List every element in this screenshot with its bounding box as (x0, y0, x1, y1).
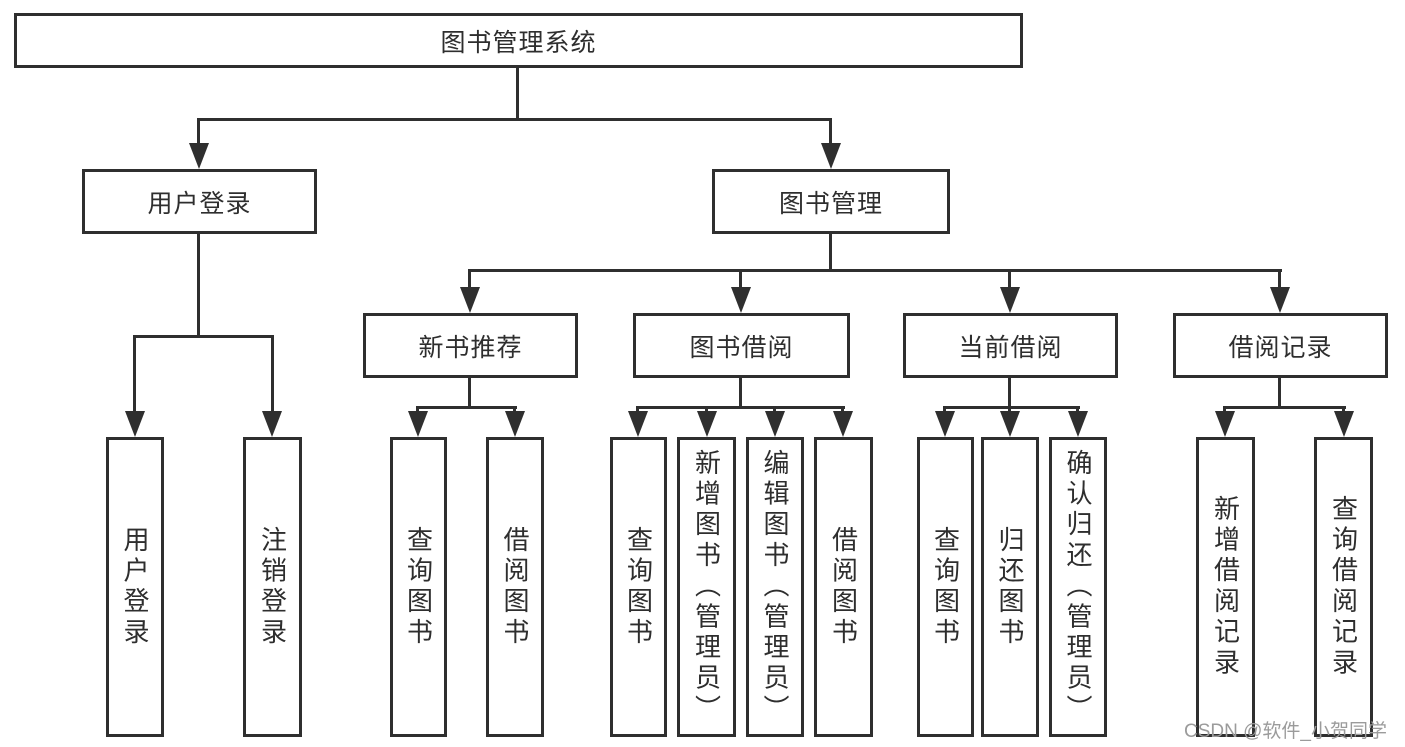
arrow-down-icon (1215, 411, 1235, 437)
leaf-query-books-borrowing: 查询图书 (610, 437, 667, 737)
leaf-label: 查询图书 (623, 525, 654, 649)
arrow-down-icon (1270, 287, 1290, 313)
leaf-query-books-current: 查询图书 (917, 437, 974, 737)
connector-line (133, 335, 274, 338)
arrow-down-icon (1068, 411, 1088, 437)
connector-line (739, 378, 742, 409)
node-label: 借阅记录 (1228, 333, 1333, 362)
leaf-add-borrow-record: 新增借阅记录 (1196, 437, 1255, 737)
arrow-down-icon (189, 143, 209, 169)
arrow-down-icon (821, 143, 841, 169)
connector-line (1223, 406, 1226, 414)
connector-line (1278, 269, 1281, 290)
connector-line (1008, 269, 1011, 290)
leaf-label: 归还图书 (995, 525, 1025, 649)
arrow-down-icon (731, 287, 751, 313)
connector-line (416, 406, 419, 414)
connector-line (468, 269, 471, 290)
leaf-label: 编辑图书（管理员） (760, 448, 790, 726)
connector-line (943, 406, 1080, 409)
connector-line (468, 269, 1282, 272)
connector-line (943, 406, 946, 414)
leaf-label: 注销登录 (257, 525, 288, 649)
node-label: 新书推荐 (418, 333, 523, 362)
arrow-down-icon (765, 411, 785, 437)
arrow-down-icon (935, 411, 955, 437)
node-label: 用户登录 (147, 189, 252, 218)
connector-line (1076, 406, 1079, 414)
node-book-management-system: 图书管理系统 (14, 13, 1023, 68)
leaf-edit-book-admin: 编辑图书（管理员） (746, 437, 804, 737)
connector-line (841, 406, 844, 414)
node-book-borrowing: 图书借阅 (633, 313, 850, 378)
node-label: 图书借阅 (689, 333, 794, 362)
connector-line (705, 406, 708, 414)
leaf-label: 查询借阅记录 (1328, 494, 1359, 680)
connector-line (468, 378, 471, 409)
arrow-down-icon (125, 411, 145, 437)
connector-line (1008, 378, 1011, 409)
connector-line (829, 234, 832, 272)
leaf-label: 借阅图书 (828, 525, 859, 649)
leaf-add-book-admin: 新增图书（管理员） (677, 437, 736, 737)
connector-line (516, 68, 519, 121)
arrow-down-icon (697, 411, 717, 437)
arrow-down-icon (628, 411, 648, 437)
leaf-logout: 注销登录 (243, 437, 302, 737)
arrow-down-icon (262, 411, 282, 437)
arrow-down-icon (460, 287, 480, 313)
connector-line (1278, 378, 1281, 409)
leaf-label: 借阅图书 (500, 525, 530, 649)
arrow-down-icon (1000, 287, 1020, 313)
connector-line (197, 118, 200, 146)
node-new-book-recommendation: 新书推荐 (363, 313, 578, 378)
leaf-borrow-books-borrowing: 借阅图书 (814, 437, 873, 737)
connector-line (636, 406, 845, 409)
leaf-confirm-return-admin: 确认归还（管理员） (1049, 437, 1107, 737)
leaf-label: 查询图书 (403, 525, 434, 649)
connector-line (739, 269, 742, 290)
node-label: 图书管理系统 (440, 28, 597, 57)
watermark: CSDN @软件_小贺同学 (1184, 721, 1387, 742)
node-current-borrowing: 当前借阅 (903, 313, 1118, 378)
connector-line (1223, 406, 1346, 409)
leaf-label: 新增图书（管理员） (691, 448, 722, 726)
arrow-down-icon (1334, 411, 1354, 437)
leaf-borrow-books-recommend: 借阅图书 (486, 437, 544, 737)
arrow-down-icon (1000, 411, 1020, 437)
connector-line (513, 406, 516, 414)
connector-line (133, 335, 136, 413)
connector-line (636, 406, 639, 414)
connector-line (1342, 406, 1345, 414)
node-label: 当前借阅 (958, 333, 1063, 362)
connector-line (829, 118, 832, 146)
leaf-return-book: 归还图书 (981, 437, 1039, 737)
connector-line (271, 335, 274, 413)
node-user-login: 用户登录 (82, 169, 317, 234)
node-borrowing-records: 借阅记录 (1173, 313, 1388, 378)
arrow-down-icon (408, 411, 428, 437)
arrow-down-icon (505, 411, 525, 437)
connector-line (197, 234, 200, 338)
leaf-label: 新增借阅记录 (1210, 494, 1241, 680)
leaf-label: 查询图书 (930, 525, 961, 649)
arrow-down-icon (833, 411, 853, 437)
node-label: 图书管理 (778, 189, 883, 218)
connector-line (1008, 406, 1011, 414)
leaf-query-books-recommend: 查询图书 (390, 437, 447, 737)
connector-line (773, 406, 776, 414)
leaf-query-borrow-record: 查询借阅记录 (1314, 437, 1373, 737)
leaf-label: 用户登录 (120, 525, 150, 649)
leaf-label: 确认归还（管理员） (1063, 448, 1093, 726)
leaf-user-login: 用户登录 (106, 437, 164, 737)
node-book-management: 图书管理 (712, 169, 950, 234)
connector-line (197, 118, 832, 121)
connector-line (416, 406, 517, 409)
